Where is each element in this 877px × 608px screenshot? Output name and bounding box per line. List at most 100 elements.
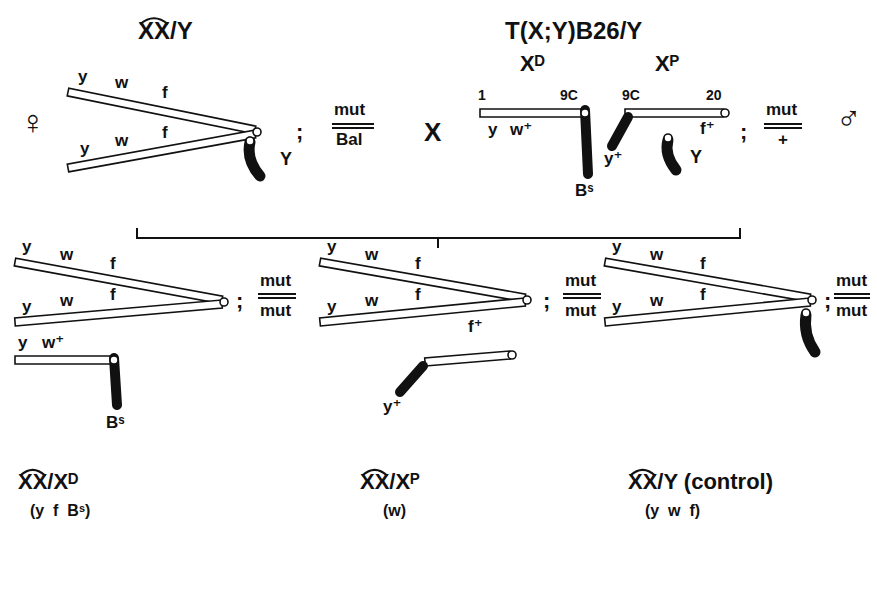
gene-label: w bbox=[115, 74, 128, 93]
allele-label: mut bbox=[766, 101, 797, 120]
cross-bracket bbox=[137, 228, 740, 248]
chromosome-arm bbox=[604, 258, 810, 302]
gene-label: f bbox=[162, 84, 168, 103]
heterochromatin bbox=[667, 140, 676, 170]
gene-label: f bbox=[415, 255, 421, 274]
centromere bbox=[523, 296, 531, 304]
gene-label: 9C bbox=[622, 88, 640, 103]
gene-label: f bbox=[700, 286, 706, 305]
genotype-label: XX/Xᴾ bbox=[360, 470, 419, 494]
gene-label: f bbox=[415, 286, 421, 305]
homolog-lines bbox=[834, 294, 870, 298]
gene-label: X bbox=[424, 118, 441, 147]
gene-label: Xᴾ bbox=[655, 52, 679, 76]
gene-label: ♀ bbox=[20, 104, 46, 141]
gene-label: w⁺ bbox=[42, 334, 64, 353]
chromosome-arm bbox=[320, 298, 526, 326]
gene-label: w bbox=[650, 246, 663, 265]
gene-label: f bbox=[162, 124, 168, 143]
gene-label: Bˢ bbox=[106, 414, 125, 433]
chromosome-arm bbox=[67, 88, 256, 134]
allele-label: mut bbox=[260, 302, 291, 321]
homolog-lines bbox=[764, 124, 802, 128]
heterochromatin bbox=[805, 315, 815, 352]
genotype-label: (y f Bˢ) bbox=[30, 502, 90, 520]
gene-label: 9C bbox=[560, 88, 578, 103]
gene-label: y bbox=[22, 238, 31, 257]
centromere bbox=[253, 128, 261, 136]
centromere bbox=[802, 309, 810, 317]
genotype-label: XX/Y bbox=[138, 18, 193, 44]
gene-label: ; bbox=[740, 120, 747, 144]
gene-label: y bbox=[22, 298, 31, 317]
gene-label: y bbox=[488, 121, 497, 140]
gene-label: f bbox=[110, 286, 116, 305]
centromere bbox=[581, 109, 589, 117]
centromere bbox=[508, 351, 516, 359]
gene-label: y bbox=[327, 298, 336, 317]
allele-label: + bbox=[778, 131, 788, 150]
gene-label: 1 bbox=[478, 88, 486, 103]
gene-label: f bbox=[110, 255, 116, 274]
genotype-label: XX/Xᴰ bbox=[18, 470, 78, 494]
gene-label: Y bbox=[690, 148, 702, 168]
gene-label: f⁺ bbox=[468, 318, 483, 337]
gene-label: ; bbox=[236, 289, 243, 313]
heterochromatin bbox=[612, 117, 628, 146]
gene-label: w⁺ bbox=[510, 121, 532, 140]
chromosome-arm bbox=[14, 258, 222, 304]
gene-label: ; bbox=[296, 120, 303, 144]
gene-label: f⁺ bbox=[700, 120, 715, 139]
chromosome-arm bbox=[625, 109, 723, 117]
centromere bbox=[220, 298, 228, 306]
gene-label: Xᴰ bbox=[520, 52, 545, 76]
heterochromatin bbox=[585, 110, 588, 174]
allele-label: mut bbox=[260, 272, 291, 291]
gene-label: y bbox=[78, 68, 87, 87]
allele-label: mut bbox=[565, 272, 596, 291]
heterochromatin bbox=[400, 366, 423, 392]
gene-label: Bˢ bbox=[575, 182, 594, 201]
gene-label: y⁺ bbox=[383, 398, 401, 417]
chromosome-arm bbox=[319, 258, 525, 302]
gene-label: y bbox=[612, 238, 621, 257]
allele-label: Bal bbox=[336, 131, 362, 150]
allele-label: mut bbox=[565, 302, 596, 321]
allele-label: mut bbox=[334, 101, 365, 120]
gene-label: 20 bbox=[706, 88, 722, 103]
centromere bbox=[664, 134, 672, 142]
homolog-lines bbox=[258, 294, 296, 298]
chromosome-arm bbox=[480, 109, 583, 117]
gene-label: w bbox=[60, 292, 73, 311]
heterochromatin bbox=[249, 142, 260, 176]
allele-label: mut bbox=[836, 302, 867, 321]
gene-label: w bbox=[650, 292, 663, 311]
gene-label: y bbox=[80, 140, 89, 159]
gene-label: y bbox=[327, 238, 336, 257]
chromosome-arm bbox=[15, 300, 223, 326]
genotype-label: XX/Y (control) bbox=[628, 470, 773, 494]
homolog-lines bbox=[332, 124, 374, 128]
centromere bbox=[110, 356, 118, 364]
gene-label: w bbox=[365, 246, 378, 265]
chromosome-arm bbox=[605, 298, 811, 326]
gene-label: w bbox=[115, 132, 128, 151]
allele-label: mut bbox=[836, 272, 867, 291]
gene-label: y bbox=[18, 334, 27, 353]
genotype-label: T(X;Y)B26/Y bbox=[505, 18, 642, 44]
gene-label: (w) bbox=[383, 502, 406, 520]
gene-label: ; bbox=[824, 289, 831, 313]
chromosome-arm bbox=[67, 130, 255, 172]
gene-label: f bbox=[700, 255, 706, 274]
gene-label: y bbox=[612, 298, 621, 317]
gene-label: ♂ bbox=[836, 100, 862, 137]
homolog-lines bbox=[563, 294, 601, 298]
chromosome-arm bbox=[15, 356, 112, 364]
gene-label: Y bbox=[280, 150, 292, 170]
centromere bbox=[808, 296, 816, 304]
gene-label: w bbox=[60, 246, 73, 265]
centromere bbox=[246, 137, 254, 145]
centromere bbox=[721, 109, 729, 117]
gene-label: ; bbox=[543, 289, 550, 313]
